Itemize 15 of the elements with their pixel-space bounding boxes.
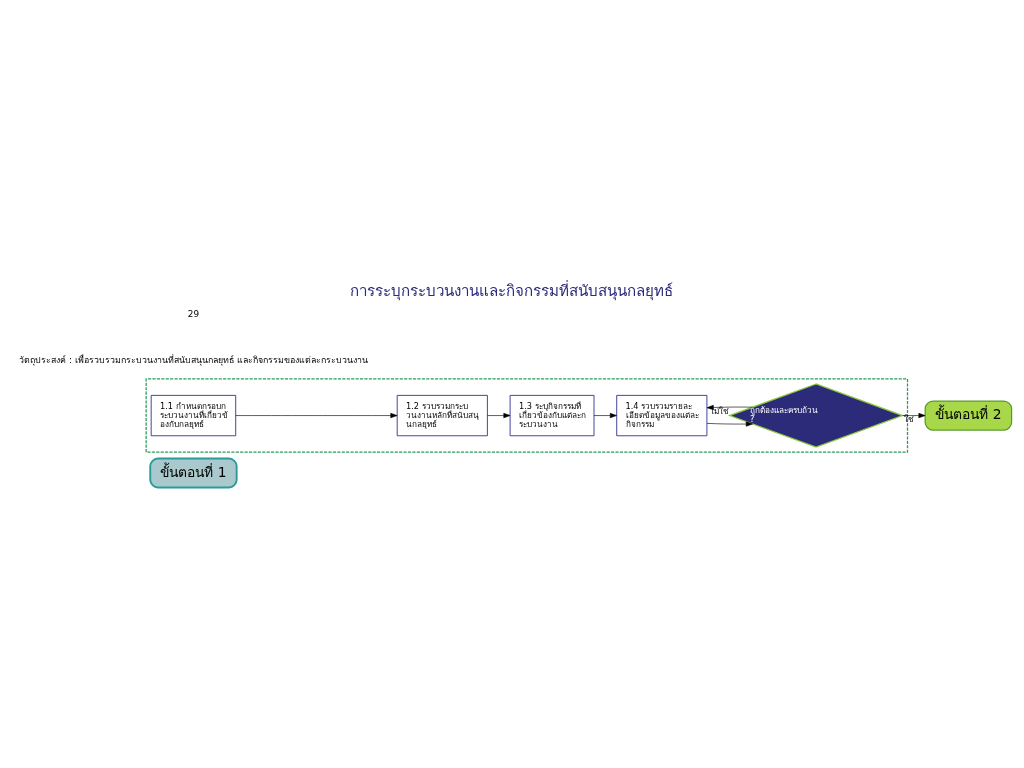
node-box: ขั้นตอนที่ 1 xyxy=(149,457,238,488)
edge-label: ใช่ xyxy=(903,413,914,424)
arrow xyxy=(593,412,617,418)
node-box: 1.3 ระบุกิจกรรมที่เกี่ยวข้องกับแต่ละกระบวนงาน xyxy=(509,394,595,436)
arrow xyxy=(235,412,398,418)
node-box: 1.1 กำหนดกรอบกระบวนงานที่เกี่ยวข้องกับกลยุทธ์ xyxy=(150,394,237,436)
arrow xyxy=(706,421,753,427)
diagram-title: การระบุกระบวนงานและกิจกรรมที่สนับสนุนกลยุทธ์ xyxy=(350,281,674,300)
node-box: 1.4 รวบรวมรายละเอียดข้อมูลของแต่ละกิจกรรม xyxy=(616,394,708,436)
label: วัตถุประสงค์ : เพื่อรวบรวมกระบวนงานที่สนับสนุนกลยุทธ์ และกิจกรรมของแต่ละกระบวนงาน xyxy=(19,354,368,365)
node-box: 1.2 รวบรวมกระบวนงานหลักที่สนับสนุนกลยุทธ์ xyxy=(396,394,488,436)
node-box: ขั้นตอนที่ 2 xyxy=(924,399,1013,431)
arrow xyxy=(902,412,926,418)
label: 29 xyxy=(187,308,200,319)
arrow xyxy=(487,412,511,418)
